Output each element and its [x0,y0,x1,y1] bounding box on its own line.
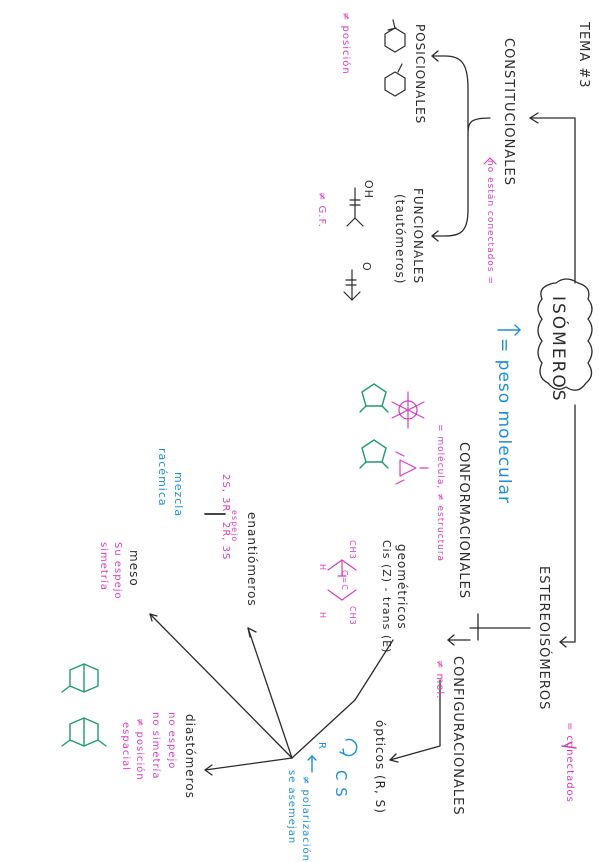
arrow-meso [149,613,158,622]
line-center-to-constitucionales [529,117,576,284]
line-hub-to-meso [149,613,293,759]
opticos-cs: C S [332,770,350,798]
cyclohexene-icon-1 [384,19,406,53]
cyclohexene-icon-2 [384,63,406,97]
funcionales-sub: (tautómeros) [393,194,407,285]
line-hub-to-enantiomeros [247,627,293,759]
enantiomeros-racemica: racémica [156,448,169,507]
pink-arrow-icon [483,157,497,165]
enantiomeros-left: 2S, 3R [220,474,231,513]
alkene-double-bond: C=C [340,570,349,591]
enantiomeros-label: enantiómeros [245,512,259,607]
conformacionales-label: CONFORMACIONALES [456,442,471,600]
posicionales-label: POSICIONALES [413,24,427,125]
meso-line-2: simetría [98,542,109,591]
check-mark-icon [561,741,577,749]
funcionales-note: ≠ G.F. [316,192,327,228]
up-arrow-icon [497,324,521,336]
bicyclic-icon-2 [61,717,107,747]
alkene-h-2: H [318,612,327,620]
arrow-enantiomeros [247,627,257,638]
alkene-group-1: CH3 [348,540,357,560]
diastereomeros-line-2: no simetría [150,712,161,780]
constitucionales-note: no están conectados = [485,160,495,285]
line-center-to-estereo [559,404,576,643]
line-hub-to-diastereomeros [204,757,293,771]
meso-label: meso [127,550,141,587]
estereoisomeros-label: ESTEREOISÓMEROS [536,566,551,711]
estereoisomeros-note: = conectados [564,722,575,803]
bicyclic-icon-1 [61,663,99,693]
cyclopentane-icon-2 [359,439,389,469]
opticos-note-2: se asemejan [286,770,297,845]
enol-structure-icon [346,187,364,227]
keto-formula: O [360,262,373,272]
arrow-diastereomeros [204,764,213,776]
bracket-constitucionales [431,55,491,136]
line-to-funcionales [431,134,469,237]
bracket-estereo [477,613,531,641]
configuracionales-label: CONFIGURACIONALES [450,656,465,816]
constitucionales-label: CONSTITUCIONALES [501,38,516,186]
alkene-group-2: CH3 [348,606,357,626]
arrow-opticos [389,753,399,763]
alkene-h-1: H [318,564,327,572]
configuracionales-note: ≠ mol. [434,660,445,700]
arrow-constitucionales [529,112,539,124]
alkene-structure-icon [327,559,357,601]
page-title: TEMA #3 [576,22,591,89]
geometricos-label: geométricos [395,544,409,630]
diastereomeros-line-1: no espejo [166,712,177,770]
enantiomeros-mezcla: mezcla [172,472,185,518]
newman-projection-icon-2 [395,451,429,485]
arrow-funcionales [431,230,439,242]
opticos-rotation: R [316,742,327,750]
conformacionales-note: = molécula, ≠ estructura [435,424,445,563]
keto-structure-icon [343,269,361,301]
diastereomeros-line-3: ≠ posición [134,718,145,781]
line-config-to-opticos [389,679,441,761]
opticos-label: ópticos (R, S) [373,720,387,814]
center-note: = peso molecular [494,338,514,504]
diastereomeros-label: diastómeros [183,714,197,799]
rotation-arrow-icon [307,738,358,773]
line-geometricos-to-hub [291,639,394,759]
meso-line-1: Su espejo [112,542,123,600]
enol-formula: OH [362,180,375,199]
newman-projection-icon-1 [391,391,425,429]
diastereomeros-line-4: espacial [120,722,131,772]
arrow-configuracionales [447,634,455,646]
posicionales-note: ≠ posición [340,12,351,75]
geometricos-detail: Cis (Z) - trans (E) [380,540,393,654]
opticos-note-1: ≠ polarización [300,776,311,862]
arrow-estereo [559,636,567,648]
enantiomeros-espejo: espejo [230,510,239,543]
funcionales-label: FUNCIONALES [411,188,425,285]
arrow-posicionales [431,50,439,62]
cyclopentane-icon-1 [359,383,389,413]
enantiomeros-right: 2R, 3S [220,522,231,561]
center-label: ISÓMEROS [548,296,568,403]
